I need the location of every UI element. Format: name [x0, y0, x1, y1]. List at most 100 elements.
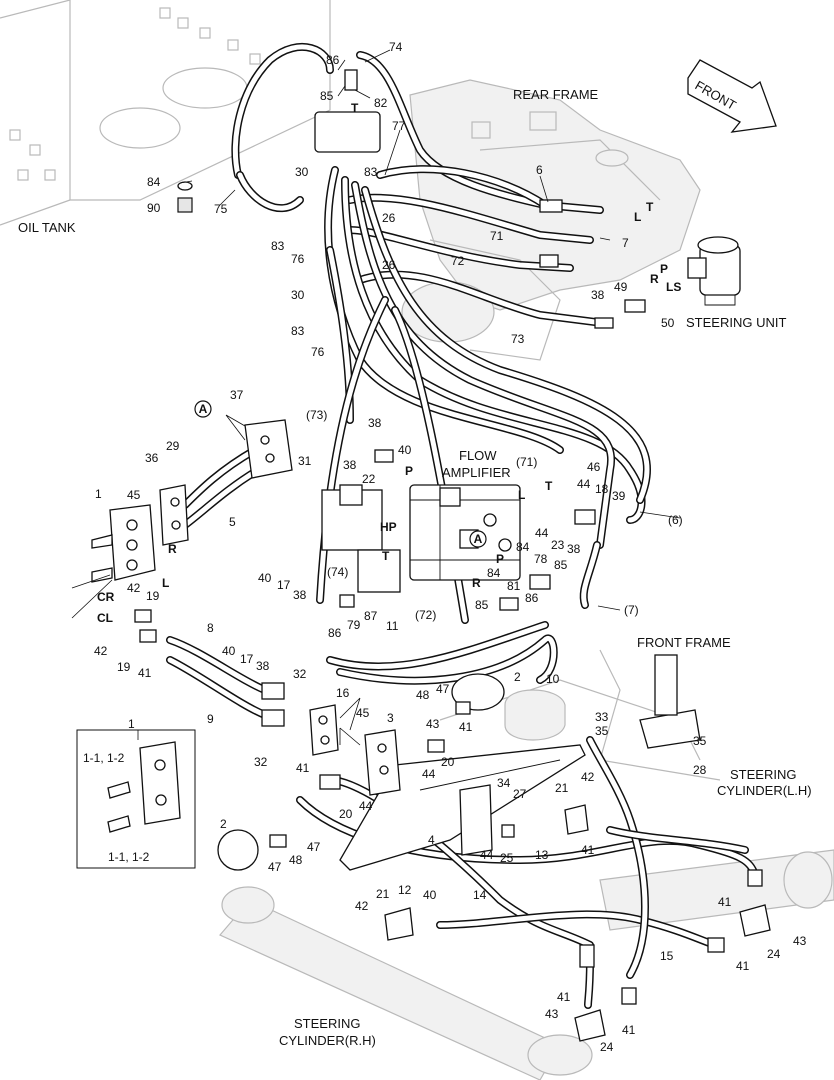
callout: 82 [374, 96, 388, 110]
callout: 71 [490, 229, 504, 243]
callout: 5 [229, 515, 236, 529]
callout: 26 [382, 211, 396, 225]
label-flow-amplifier-2: AMPLIFIER [442, 465, 511, 480]
callout: 86 [326, 53, 340, 67]
callout: 30 [291, 288, 305, 302]
callout: 29 [166, 439, 180, 453]
callout: 77 [392, 119, 406, 133]
callout: 83 [291, 324, 305, 338]
callout: 43 [426, 717, 440, 731]
callout: 20 [339, 807, 353, 821]
accumulator-lower [217, 829, 259, 871]
marker-a-1: A [194, 400, 212, 418]
callout: 85 [475, 598, 489, 612]
callout: 84 [516, 540, 530, 554]
callout: 41 [459, 720, 473, 734]
callout: 73 [511, 332, 525, 346]
callout: 19 [117, 660, 131, 674]
callout: 84 [487, 566, 501, 580]
callout: 17 [277, 578, 291, 592]
callout: 33 [595, 710, 609, 724]
bracket-34 [459, 784, 493, 856]
port-p-fa: P [405, 464, 413, 478]
callout: 79 [347, 618, 361, 632]
callout: 23 [551, 538, 565, 552]
label-oil-tank: OIL TANK [18, 220, 76, 235]
port-t-su: T [646, 200, 654, 214]
callout: 49 [614, 280, 628, 294]
callout: 45 [127, 488, 141, 502]
callout: (6) [668, 513, 683, 527]
callout: 1 [128, 717, 135, 731]
oil-tank-outline [0, 0, 331, 226]
label-steering-cylinder-lh-1: STEERING [730, 767, 796, 782]
callout: 81 [507, 579, 521, 593]
callout: 24 [767, 947, 781, 961]
callout: 84 [147, 175, 161, 189]
callout: 8 [207, 621, 214, 635]
svg-text:A: A [199, 402, 208, 416]
flow-amplifier [321, 484, 521, 593]
valve-block-1 [91, 504, 156, 583]
callout: 1 [95, 487, 102, 501]
callout: 85 [554, 558, 568, 572]
callout: 39 [612, 489, 626, 503]
port-p-fa2: P [496, 552, 504, 566]
callout: 43 [545, 1007, 559, 1021]
callout: 44 [535, 526, 549, 540]
callout: 38 [591, 288, 605, 302]
callout: 86 [525, 591, 539, 605]
callout: 74 [389, 40, 403, 54]
hose-bundle-middle [166, 446, 558, 719]
steering-unit [687, 236, 741, 306]
callout: 44 [577, 477, 591, 491]
leader-lines [71, 49, 681, 746]
callout: 16 [336, 686, 350, 700]
port-r-su: R [650, 272, 659, 286]
port-cr: CR [97, 590, 115, 604]
callout: 17 [240, 652, 254, 666]
callout: 40 [398, 443, 412, 457]
callout: 22 [362, 472, 376, 486]
callout: 76 [311, 345, 325, 359]
callout: 2 [220, 817, 227, 831]
label-steering-cylinder-lh-2: CYLINDER(L.H) [717, 783, 812, 798]
front-arrow [687, 59, 777, 133]
callout: 40 [423, 888, 437, 902]
callout: 42 [581, 770, 595, 784]
callout: 11 [386, 619, 399, 633]
callout: 72 [451, 254, 465, 268]
callout: 41 [718, 895, 732, 909]
callout: 25 [500, 851, 514, 865]
callout: 48 [289, 853, 303, 867]
callout: (74) [327, 565, 348, 579]
callout: 31 [298, 454, 312, 468]
callout: 3 [387, 711, 394, 725]
callout: 40 [258, 571, 272, 585]
callout: 26 [382, 258, 396, 272]
callout: (72) [415, 608, 436, 622]
callout: 41 [138, 666, 152, 680]
callout: 21 [555, 781, 569, 795]
port-hp: HP [380, 520, 397, 534]
port-p-su: P [660, 262, 668, 276]
callout: 76 [291, 252, 305, 266]
port-r-fa: R [472, 576, 481, 590]
callout: 42 [127, 581, 141, 595]
callout: 44 [422, 767, 436, 781]
port-l-blk: L [162, 576, 169, 590]
callout: 85 [320, 89, 334, 103]
rear-frame-outline [401, 79, 701, 361]
detail-box-item-1 [76, 729, 196, 869]
callout: 27 [513, 787, 527, 801]
port-l-fa: L [518, 488, 525, 502]
accumulator-upper [451, 673, 505, 711]
callout: 21 [376, 887, 390, 901]
bracket-front-frame-33 [639, 654, 701, 749]
callout: 40 [222, 644, 236, 658]
label-steering-cylinder-rh-1: STEERING [294, 1016, 360, 1031]
port-t-fa: T [545, 479, 553, 493]
callout: 1-1, 1-2 [108, 850, 150, 864]
callout: 35 [595, 724, 609, 738]
callout: 42 [355, 899, 369, 913]
